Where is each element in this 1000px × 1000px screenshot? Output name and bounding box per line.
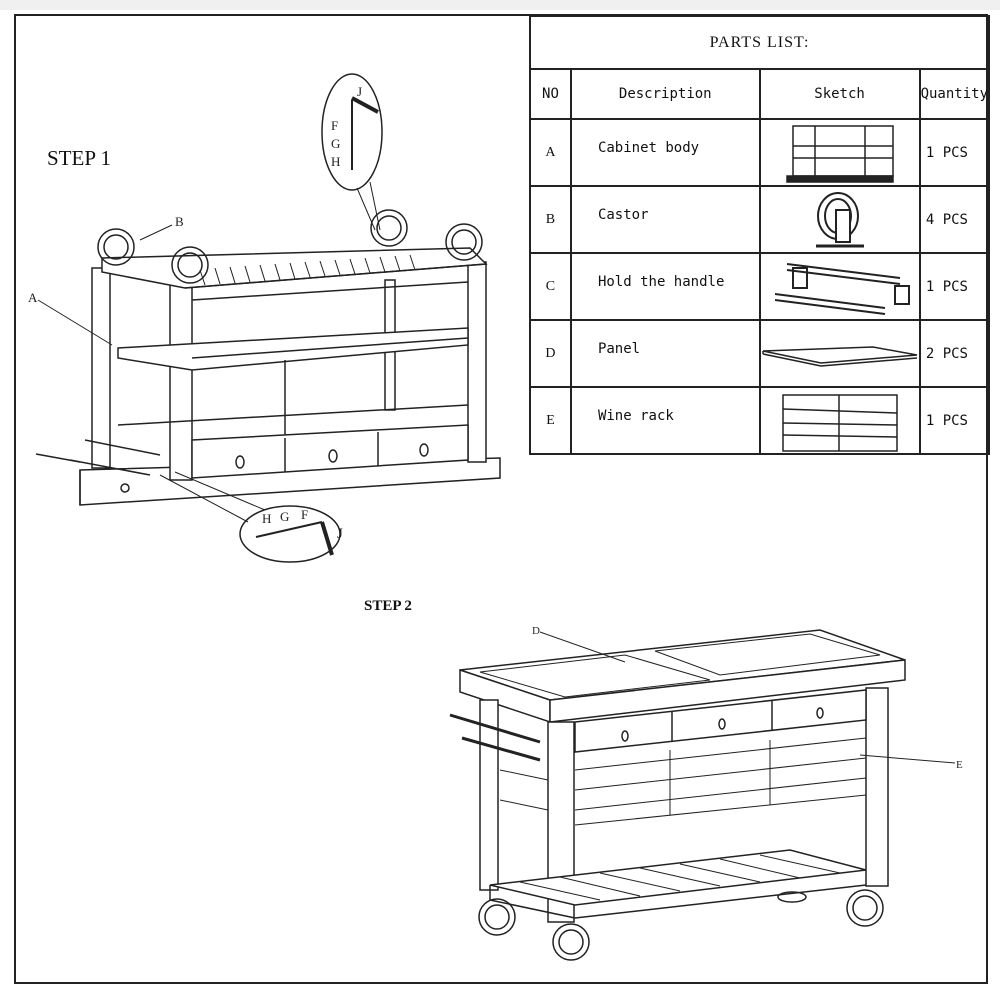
top-bar (0, 0, 1000, 10)
handle-sketch (758, 252, 921, 321)
table-row: D Panel 2 PCS (529, 319, 991, 388)
part-no: D (529, 319, 572, 388)
part-description: Castor (569, 185, 761, 254)
table-row: E Wine rack 1 PCS (529, 386, 991, 455)
detail-top-j: J (357, 84, 362, 99)
header-no: NO (529, 68, 572, 120)
callout-d: D (532, 625, 540, 637)
detail-top-f: F (331, 118, 338, 133)
part-no: A (529, 118, 572, 187)
detail-bottom-j: J (337, 526, 343, 542)
step1-cabinet (35, 73, 501, 563)
page-frame (14, 14, 988, 984)
cabinet-body-sketch (758, 118, 921, 187)
wine-rack-sketch (758, 386, 921, 455)
part-no: E (529, 386, 572, 455)
part-quantity: 1 PCS (918, 118, 991, 187)
table-row: A Cabinet body 1 PCS (529, 118, 991, 187)
callout-a: A (28, 290, 38, 305)
part-quantity: 1 PCS (918, 252, 991, 321)
table-row: C Hold the handle 1 PCS (529, 252, 991, 321)
part-no: B (529, 185, 572, 254)
step2-cabinet (449, 629, 956, 961)
part-description: Hold the handle (569, 252, 761, 321)
callout-b: B (175, 214, 184, 229)
parts-list-table: PARTS LIST: NO Description Sketch Quanti… (529, 15, 991, 455)
step1-label: STEP 1 (47, 146, 111, 170)
detail-bottom-h: H (262, 511, 271, 526)
part-no: C (529, 252, 572, 321)
table-row: B Castor 4 PCS (529, 185, 991, 254)
part-description: Cabinet body (569, 118, 761, 187)
detail-top-h: H (331, 154, 340, 169)
part-quantity: 1 PCS (918, 386, 991, 455)
step2-label: STEP 2 (364, 598, 412, 614)
part-quantity: 2 PCS (918, 319, 991, 388)
header-sketch: Sketch (758, 68, 921, 120)
part-description: Panel (569, 319, 761, 388)
part-description: Wine rack (569, 386, 761, 455)
parts-list-title: PARTS LIST: (529, 15, 990, 70)
detail-top-g: G (331, 136, 340, 151)
detail-bottom-f: F (301, 507, 308, 522)
detail-bottom-g: G (280, 509, 289, 524)
header-quantity: Quantity (918, 68, 991, 120)
panel-sketch (758, 319, 921, 388)
castor-sketch (758, 185, 921, 254)
header-description: Description (569, 68, 761, 120)
callout-e: E (956, 759, 963, 771)
part-quantity: 4 PCS (918, 185, 991, 254)
